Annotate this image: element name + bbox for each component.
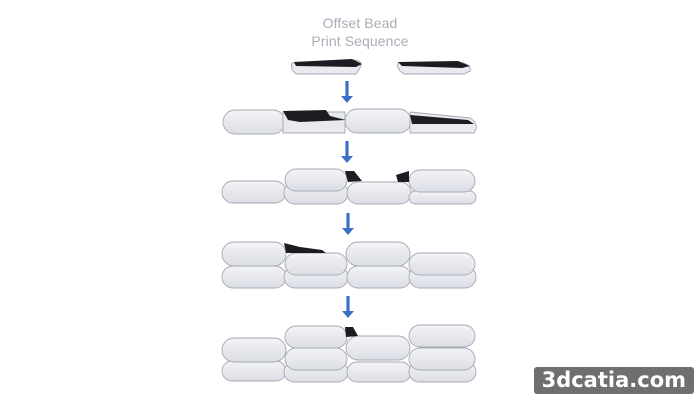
nozzle-shadow [283, 110, 346, 122]
bead [284, 347, 348, 371]
bead [408, 169, 476, 193]
bead [346, 361, 412, 383]
stage-2-first-layer [222, 108, 477, 135]
bead [221, 337, 287, 363]
nozzle-shadow [398, 61, 470, 68]
sequence-arrows [341, 81, 354, 318]
watermark-logo: 3dcatia.com [533, 367, 694, 394]
arrow-head [342, 228, 354, 235]
bead [221, 241, 287, 267]
bead [346, 181, 412, 205]
nozzle-shadow [410, 115, 474, 124]
bead [345, 335, 411, 361]
nozzle-shadow [345, 171, 362, 182]
bead [408, 324, 476, 348]
bead [221, 180, 287, 204]
nozzle-shadow [294, 59, 362, 67]
bead [346, 265, 412, 289]
stage-4-third-layer [221, 241, 477, 289]
bead [284, 252, 348, 276]
bead [344, 108, 412, 134]
bead [221, 360, 287, 382]
bead [284, 325, 348, 349]
bead [284, 168, 348, 192]
arrow-head [341, 156, 353, 163]
bead [408, 252, 476, 276]
bead [408, 347, 476, 371]
nozzle-shadow [345, 327, 358, 337]
stage-5-fourth-layer [221, 324, 477, 383]
arrow-head [342, 311, 354, 318]
nozzle-shadow [284, 243, 326, 253]
bead [222, 109, 286, 135]
bead [408, 190, 477, 205]
diagram-title-line-1: Offset Bead [322, 15, 398, 31]
nozzle-shadow [396, 171, 409, 182]
bead [345, 241, 411, 267]
arrow-head [341, 96, 353, 103]
bead [221, 265, 287, 289]
diagram-title-line-2: Print Sequence [311, 33, 409, 49]
stage-1-nozzle-start [291, 59, 471, 75]
stage-3-second-layer [221, 168, 477, 205]
